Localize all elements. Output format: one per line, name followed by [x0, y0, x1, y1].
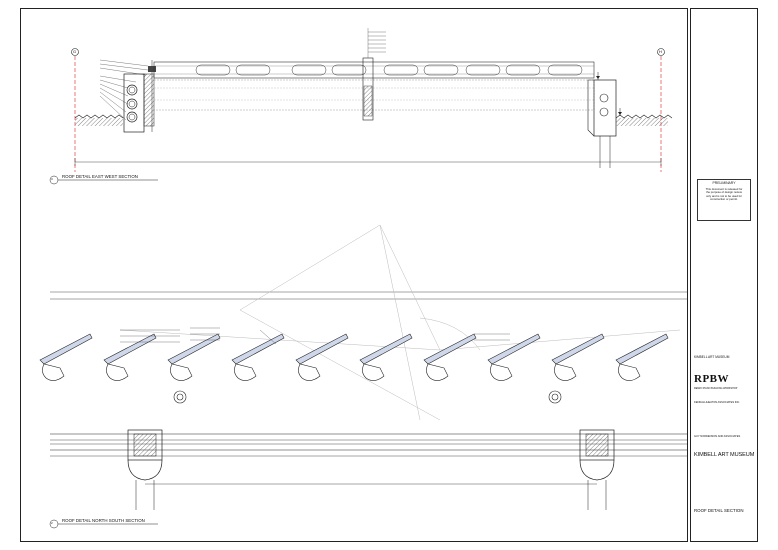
drawing-area — [20, 8, 688, 542]
preliminary-line-4: construction or permit. — [710, 197, 738, 202]
view-title-north-south: ROOF DETAIL NORTH SOUTH SECTION — [62, 518, 145, 523]
bottom-left-column — [127, 429, 163, 510]
grid-label-g: G — [73, 49, 77, 54]
louver-blades — [39, 333, 669, 381]
grid-label-h: H — [659, 49, 662, 54]
title-block: PRELIMINARY This document is released fo… — [690, 8, 758, 542]
architect-logo: RPBW — [694, 373, 729, 385]
north-south-section — [39, 224, 688, 529]
preliminary-line-2: the purpose of design review — [706, 190, 742, 195]
leader-lines-bottom — [120, 327, 510, 345]
bottom-right-column — [579, 429, 615, 510]
center-joint-detail — [362, 28, 386, 121]
preliminary-stamp: PRELIMINARY This document is released fo… — [697, 179, 751, 221]
sheet-title: ROOF DETAIL SECTION — [694, 508, 744, 513]
structural-diagonals — [119, 224, 681, 421]
circular-nodes — [173, 390, 562, 404]
preliminary-line-3: only and is not to be used for — [706, 193, 742, 198]
preliminary-line-1: This document is released for — [705, 186, 743, 191]
view-title-east-west: ROOF DETAIL EAST WEST SECTION — [62, 174, 138, 179]
roof-panel-band — [153, 61, 595, 111]
left-column-detail — [99, 59, 156, 133]
project-title-large: KIMBELL ART MUSEUM — [694, 452, 755, 458]
view-number-north-south: 2 — [51, 521, 53, 525]
grid-bubble-h — [657, 48, 665, 56]
consultant-guy-nordenson: GUY NORDENSON AND ASSOCIATES — [694, 435, 741, 438]
preliminary-heading: PRELIMINARY — [712, 181, 736, 185]
consultant-kendall-heaton: KENDALL/HEATON ASSOCIATES INC. — [694, 401, 740, 404]
grid-bubble-g — [71, 48, 79, 56]
view-number-east-west: 3 — [51, 177, 53, 181]
right-column-detail — [587, 72, 673, 168]
roof-panel-lozenges — [195, 64, 583, 76]
east-west-section — [49, 28, 673, 185]
architect-subtitle: RENZO PIANO BUILDING WORKSHOP — [694, 387, 738, 390]
main-beam-band — [50, 433, 688, 457]
left-hatch-strip — [74, 114, 124, 126]
project-name: KIMBELL ART MUSEUM — [694, 355, 730, 359]
